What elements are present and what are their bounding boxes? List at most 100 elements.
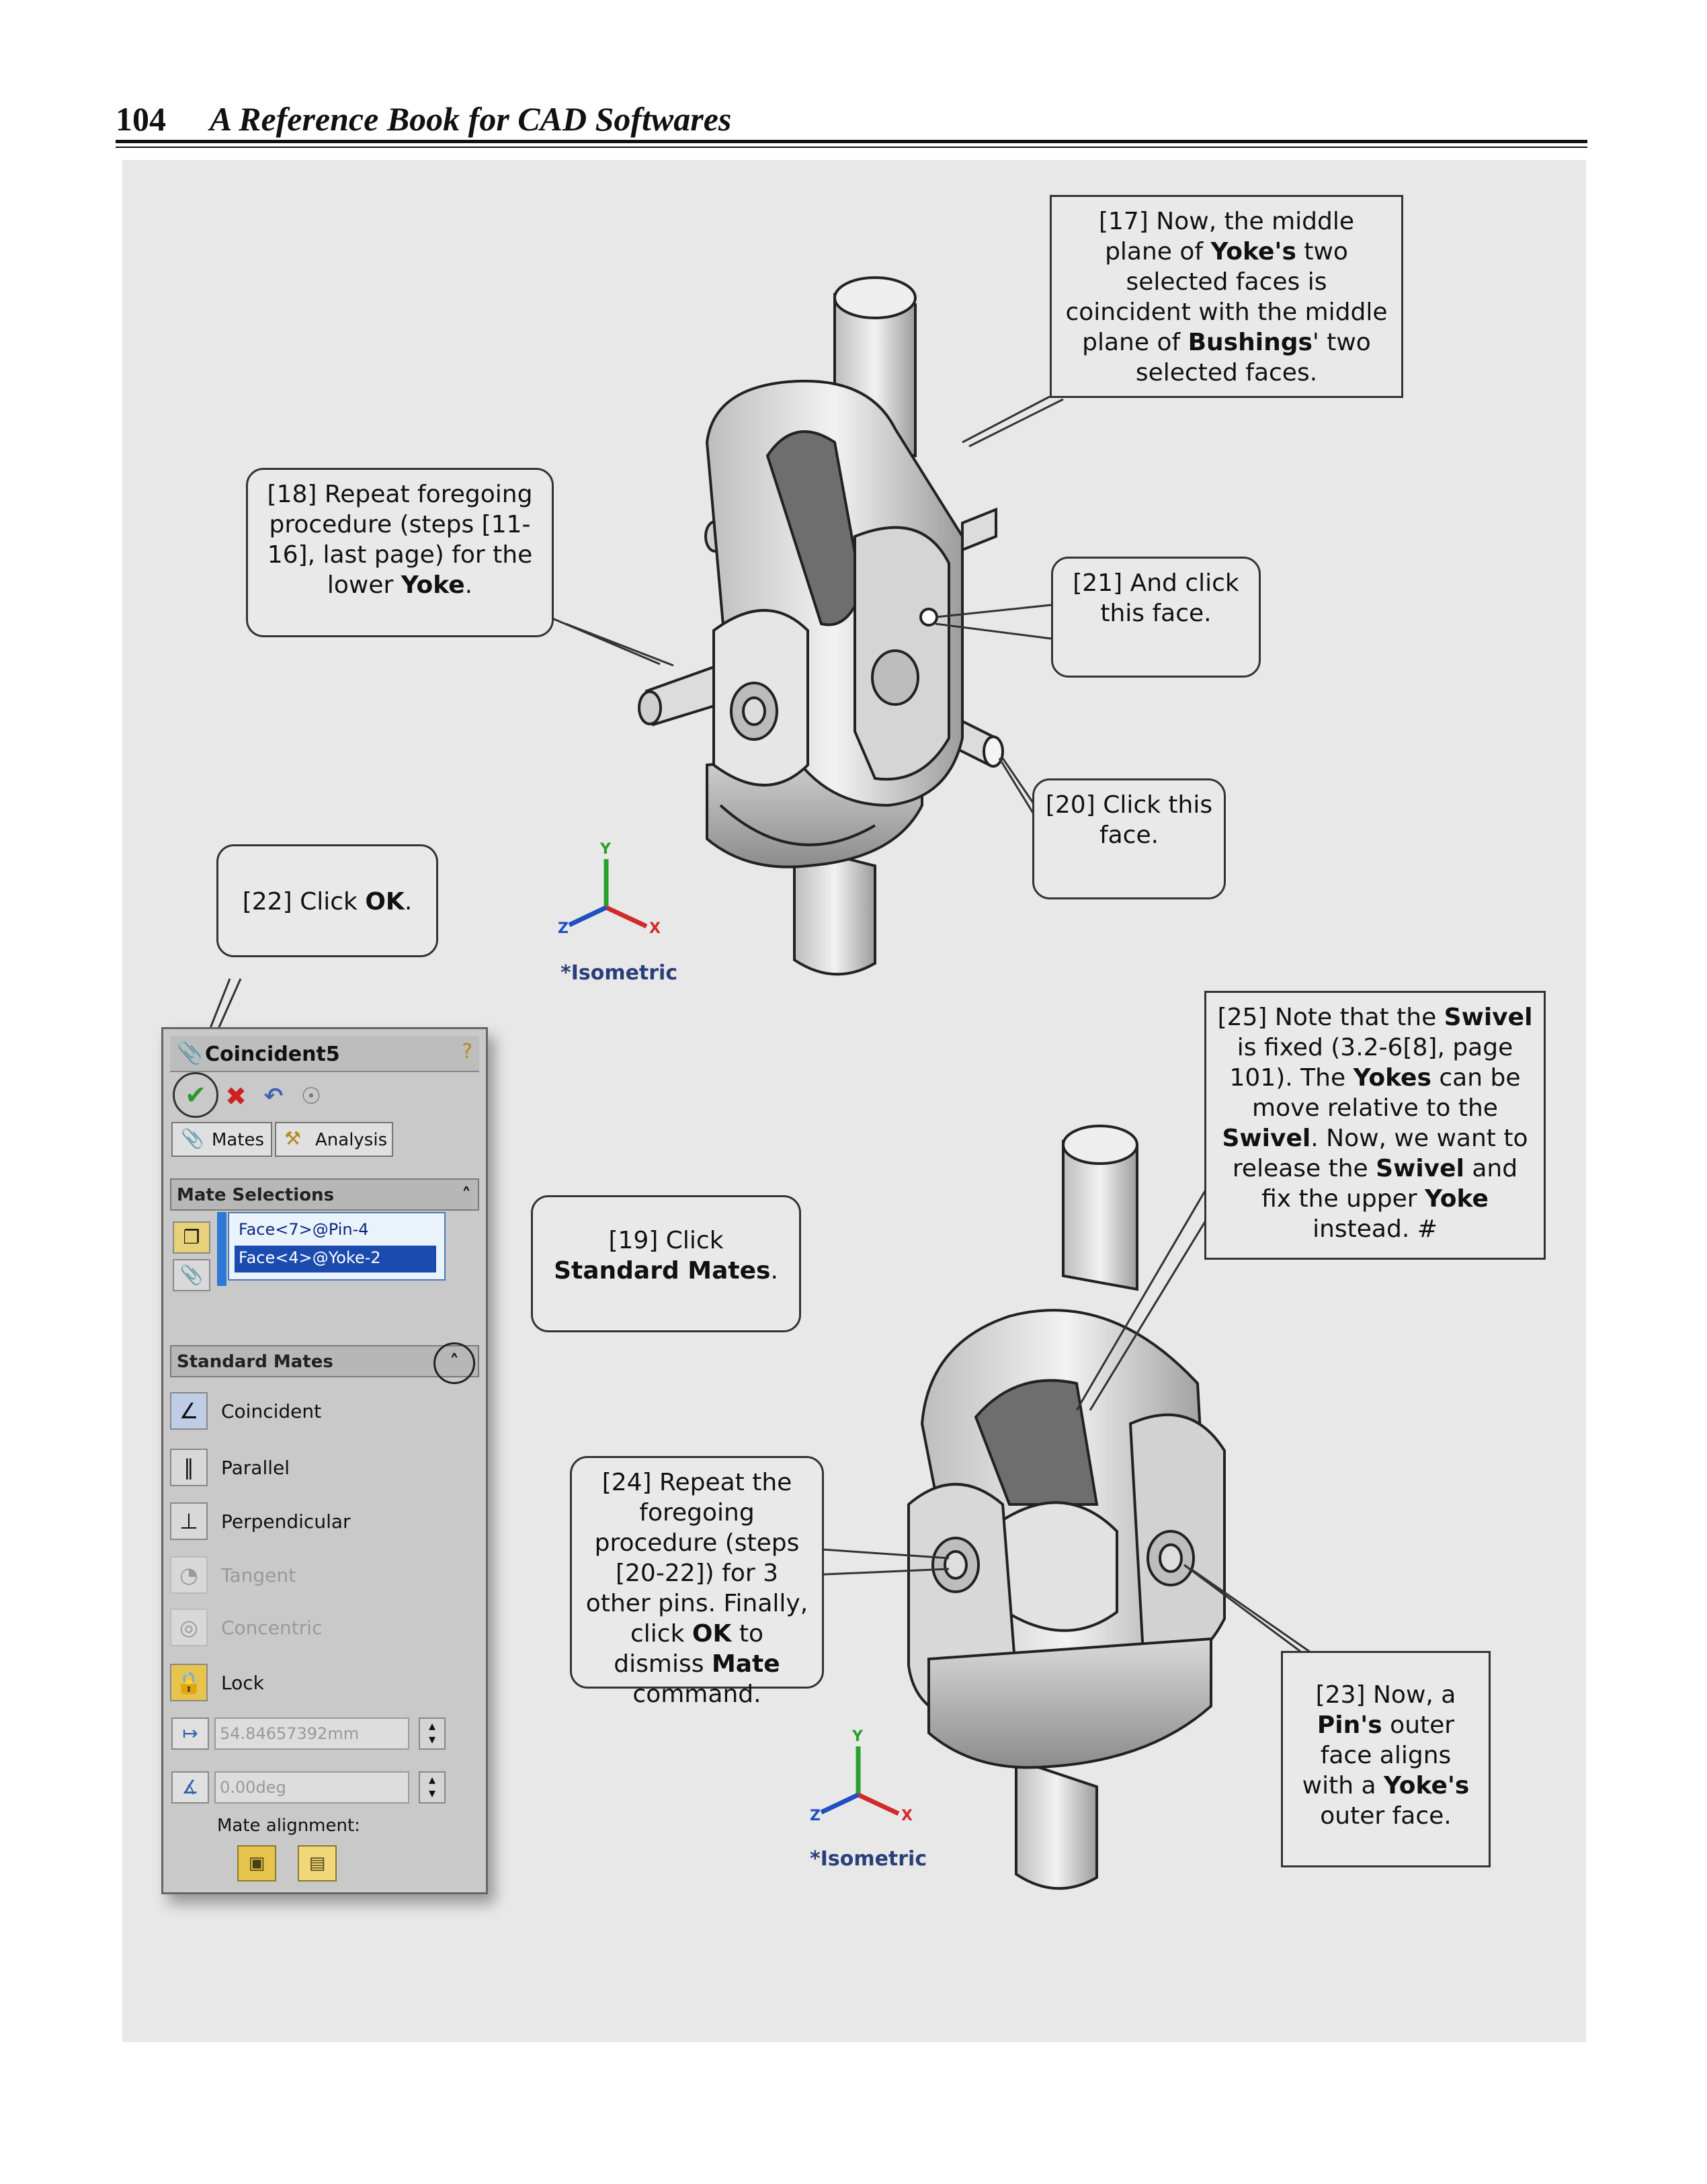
callout-19-end: . bbox=[770, 1257, 778, 1285]
callout-25-t3: can be move relative to the bbox=[1252, 1064, 1521, 1122]
page-header: 104 A Reference Book for CAD Softwares bbox=[116, 99, 1587, 147]
angle-icon[interactable]: ∡ bbox=[171, 1771, 209, 1804]
tab-analysis[interactable]: ⚒ Analysis bbox=[275, 1122, 393, 1157]
callout-17-text-2: two selected faces is coincident with th… bbox=[1065, 238, 1388, 356]
aligned-button[interactable]: ▣ bbox=[237, 1845, 276, 1882]
callout-18-text: [18] Repeat foregoing procedure (steps [… bbox=[267, 481, 533, 599]
callout-23-t1: [23] Now, a bbox=[1315, 1681, 1456, 1709]
callout-23: [23] Now, a Pin's outer face aligns with… bbox=[1281, 1651, 1491, 1867]
callout-21-text: [21] And click this face. bbox=[1073, 569, 1239, 627]
callout-24-t3: command. bbox=[632, 1681, 761, 1708]
mate-lock[interactable]: 🔒 Lock bbox=[170, 1664, 466, 1704]
distance-icon[interactable]: ↦ bbox=[171, 1717, 209, 1750]
bottom-assembly bbox=[907, 1125, 1226, 1890]
callout-22-end: . bbox=[404, 888, 413, 916]
callout-17-text-3: ' two selected faces. bbox=[1135, 329, 1371, 387]
help-icon[interactable]: ? bbox=[462, 1040, 472, 1063]
perpendicular-icon: ⊥ bbox=[170, 1502, 208, 1540]
mate-parallel-label: Parallel bbox=[221, 1457, 290, 1479]
standard-mates-header[interactable]: Standard Mates ˄ bbox=[170, 1342, 479, 1384]
selection-color-bar bbox=[217, 1212, 226, 1286]
mate-perpendicular[interactable]: ⊥ Perpendicular bbox=[170, 1502, 466, 1543]
callout-17: [17] Now, the middle plane of Yoke's two… bbox=[1050, 195, 1403, 398]
callout-17-bold-yoke: Yoke's bbox=[1210, 238, 1296, 266]
mate-tangent-label: Tangent bbox=[221, 1564, 296, 1586]
mate-selections-header[interactable]: Mate Selections ˄ bbox=[170, 1178, 479, 1211]
concentric-icon: ◎ bbox=[170, 1609, 208, 1646]
angle-input[interactable]: 0.00deg bbox=[214, 1771, 409, 1804]
selection-filter-icon[interactable]: 📎 bbox=[173, 1259, 210, 1291]
axis-z-label-top: Z bbox=[558, 920, 569, 937]
header-rule bbox=[116, 140, 1587, 143]
mate-concentric[interactable]: ◎ Concentric bbox=[170, 1609, 466, 1649]
axis-triad-top bbox=[568, 859, 648, 929]
callout-25-b2: Yokes bbox=[1353, 1064, 1431, 1092]
anti-aligned-button[interactable]: ▤ bbox=[298, 1845, 337, 1882]
angle-spinner[interactable]: ▴▾ bbox=[419, 1771, 446, 1804]
isometric-label-top: *Isometric bbox=[560, 961, 678, 985]
collapse-chevron-icon[interactable]: ˄ bbox=[433, 1342, 475, 1384]
list-item[interactable]: Face<7>@Pin-4 bbox=[239, 1220, 369, 1239]
parallel-icon: ∥ bbox=[170, 1449, 208, 1486]
axis-y-label-top: Y bbox=[599, 841, 612, 858]
undo-icon[interactable]: ↶ bbox=[263, 1083, 284, 1110]
callout-18-end: . bbox=[464, 571, 473, 599]
callout-24: [24] Repeat the foregoing procedure (ste… bbox=[570, 1456, 824, 1708]
top-assembly bbox=[638, 276, 1004, 976]
cancel-button[interactable]: ✖ bbox=[225, 1082, 247, 1111]
pm-title-bar: 📎 Coincident5 ? bbox=[170, 1036, 479, 1072]
axis-x-label-top: X bbox=[649, 920, 661, 937]
mate-lock-label: Lock bbox=[221, 1672, 264, 1694]
callout-17-bold-bushings: Bushings bbox=[1188, 329, 1313, 356]
callout-23-t2: outer face aligns with a bbox=[1302, 1711, 1455, 1799]
callout-25-t1: [25] Note that the bbox=[1217, 1004, 1444, 1031]
callout-19-text: [19] Click bbox=[608, 1227, 724, 1254]
axis-y-label-bottom: Y bbox=[851, 1728, 864, 1745]
axis-triad-bottom bbox=[820, 1746, 900, 1816]
callout-24-b2: Mate bbox=[711, 1650, 780, 1678]
callout-22: [22] Click OK. bbox=[216, 844, 438, 957]
callout-18-bold: Yoke bbox=[401, 571, 465, 599]
callout-18: [18] Repeat foregoing procedure (steps [… bbox=[246, 468, 554, 637]
book-title: A Reference Book for CAD Softwares bbox=[210, 100, 732, 138]
callout-25-b5: Yoke bbox=[1424, 1185, 1489, 1213]
analysis-tab-icon: ⚒ bbox=[284, 1127, 302, 1149]
cad-illustration: Y X Z Y X Z bbox=[190, 276, 1360, 1890]
callout-23-b2: Yoke's bbox=[1383, 1772, 1470, 1799]
callout-17-text-1: [17] Now, the middle plane of bbox=[1098, 208, 1355, 266]
header-rule-thin bbox=[116, 147, 1587, 148]
mate-tangent[interactable]: ◔ Tangent bbox=[170, 1556, 466, 1596]
callout-25-t4: . Now, we want to release the bbox=[1232, 1125, 1528, 1182]
callout-22-bold: OK bbox=[365, 888, 405, 916]
isometric-label-bottom: *Isometric bbox=[810, 1847, 927, 1871]
list-item-selected[interactable]: Face<4>@Yoke-2 bbox=[235, 1246, 436, 1272]
ok-button[interactable]: ✔ bbox=[173, 1072, 218, 1118]
paperclip-icon: 📎 bbox=[177, 1040, 204, 1065]
mates-tab-icon: 📎 bbox=[181, 1127, 204, 1149]
axis-x-label-bottom: X bbox=[901, 1808, 913, 1824]
callout-20-text: [20] Click this face. bbox=[1045, 791, 1213, 849]
distance-spinner[interactable]: ▴▾ bbox=[419, 1717, 446, 1750]
tab-analysis-label: Analysis bbox=[315, 1130, 388, 1150]
tab-mates[interactable]: 📎 Mates bbox=[171, 1122, 272, 1157]
callout-24-t2: to dismiss bbox=[614, 1620, 763, 1678]
callout-25: [25] Note that the Swivel is fixed (3.2-… bbox=[1204, 991, 1546, 1260]
mate-coincident[interactable]: ∠ Coincident bbox=[170, 1392, 466, 1432]
lock-icon: 🔒 bbox=[170, 1664, 208, 1701]
collapse-chevron-icon[interactable]: ˄ bbox=[462, 1184, 471, 1206]
mate-parallel[interactable]: ∥ Parallel bbox=[170, 1449, 466, 1489]
mate-selections-title: Mate Selections bbox=[177, 1185, 335, 1205]
pm-title: Coincident5 bbox=[205, 1043, 340, 1066]
distance-input[interactable]: 54.84657392mm bbox=[214, 1717, 409, 1750]
page-number: 104 bbox=[116, 100, 166, 138]
callout-22-text: [22] Click bbox=[242, 888, 366, 916]
callout-25-b3: Swivel bbox=[1222, 1125, 1311, 1152]
callout-25-b1: Swivel bbox=[1444, 1004, 1533, 1031]
callout-20: [20] Click this face. bbox=[1032, 778, 1226, 899]
selection-icon[interactable]: ❐ bbox=[173, 1221, 210, 1254]
mate-selections-list[interactable]: Face<7>@Pin-4 Face<4>@Yoke-2 bbox=[228, 1212, 446, 1281]
coincident-icon: ∠ bbox=[170, 1392, 208, 1430]
pushpin-icon[interactable]: ☉ bbox=[300, 1083, 322, 1110]
callout-23-t3: outer face. bbox=[1320, 1802, 1452, 1830]
tab-mates-label: Mates bbox=[212, 1130, 265, 1150]
